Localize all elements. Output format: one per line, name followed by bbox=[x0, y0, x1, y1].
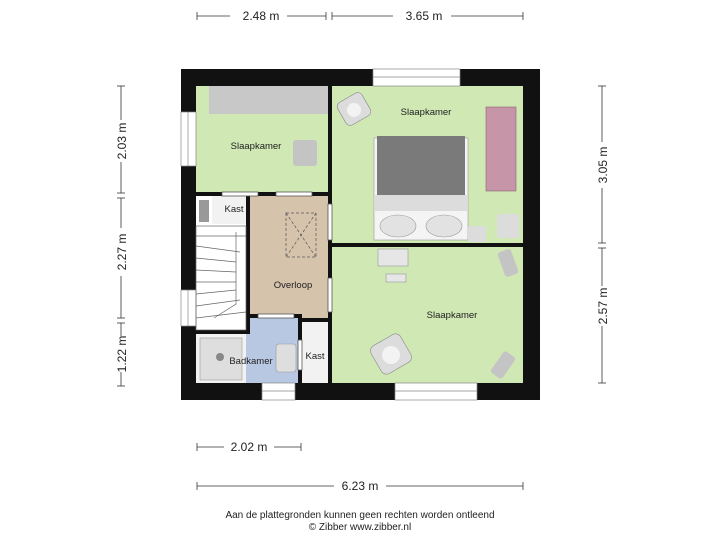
label-bathroom: Badkamer bbox=[229, 356, 272, 367]
label-bedroom-topright: Slaapkamer bbox=[401, 107, 452, 118]
dim-left-middle: 2.27 m bbox=[115, 234, 129, 271]
label-closet-left: Kast bbox=[224, 204, 243, 215]
dim-left-top: 2.03 m bbox=[115, 123, 129, 160]
double-bed bbox=[373, 136, 469, 241]
armchair-bottomright bbox=[370, 333, 412, 375]
dim-left-bottom: 1.22 m bbox=[115, 336, 129, 373]
desk-lower bbox=[377, 248, 409, 267]
label-bedroom-bottomright: Slaapkamer bbox=[427, 310, 478, 321]
skylight bbox=[285, 212, 317, 258]
side-table-lower bbox=[490, 351, 516, 379]
room-bedroom-bottomright bbox=[332, 247, 523, 383]
wardrobe bbox=[485, 106, 517, 192]
footer-disclaimer: Aan de plattegronden kunnen geen rechten… bbox=[225, 510, 495, 521]
desk bbox=[209, 86, 328, 114]
dim-bottom-inner: 2.02 m bbox=[231, 440, 268, 454]
shower-drain bbox=[216, 353, 224, 361]
room-closet-left bbox=[212, 196, 246, 224]
side-table bbox=[497, 214, 519, 238]
dim-right-bottom: 2.57 m bbox=[596, 288, 610, 325]
dim-top-right: 3.65 m bbox=[406, 9, 443, 23]
cabinet-lower bbox=[497, 249, 519, 277]
label-closet-right: Kast bbox=[305, 351, 324, 362]
nightstand bbox=[293, 140, 317, 166]
armchair-topright bbox=[336, 92, 372, 126]
doors bbox=[221, 191, 333, 371]
label-bedroom-topleft: Slaapkamer bbox=[231, 141, 282, 152]
windows bbox=[180, 68, 478, 401]
footer-copyright: © Zibber www.zibber.nl bbox=[308, 522, 412, 533]
dimension-lines bbox=[117, 12, 606, 490]
label-landing: Overloop bbox=[274, 280, 313, 291]
nightstand-right bbox=[468, 226, 486, 242]
sink bbox=[275, 343, 297, 373]
closet-item bbox=[199, 200, 209, 222]
dim-right-top: 3.05 m bbox=[596, 147, 610, 184]
room-closet-right bbox=[302, 322, 328, 383]
dim-top-left: 2.48 m bbox=[243, 9, 280, 23]
stairs bbox=[195, 225, 247, 331]
chair-lower bbox=[385, 273, 407, 283]
dim-bottom-total: 6.23 m bbox=[342, 479, 379, 493]
staircase bbox=[196, 226, 246, 330]
